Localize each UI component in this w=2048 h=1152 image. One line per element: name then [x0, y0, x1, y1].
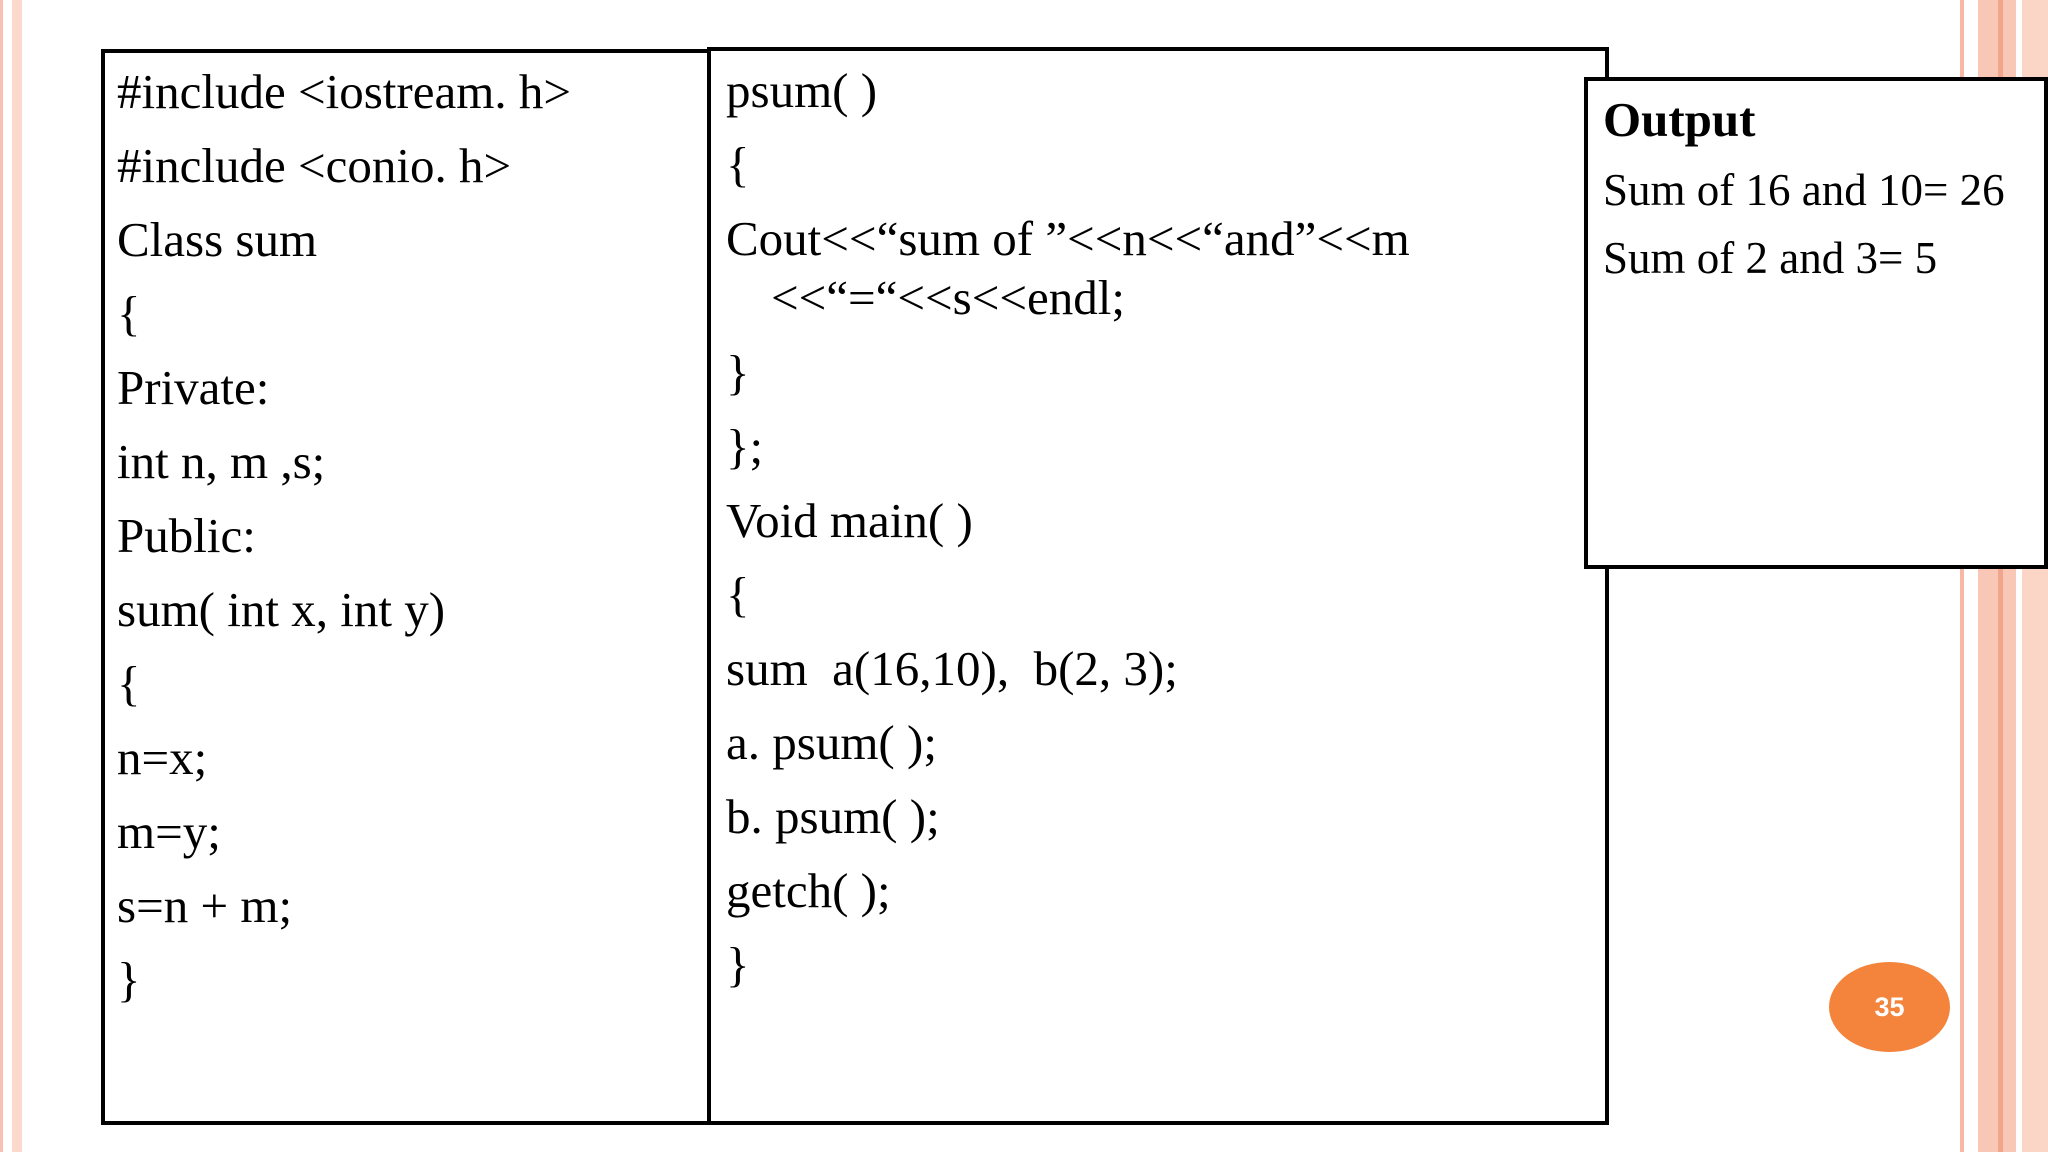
code-middle-line-13: }	[726, 937, 750, 992]
code-middle-line-6: };	[726, 419, 764, 474]
code-left-line-1: #include <iostream. h>	[117, 64, 571, 119]
output-line-1: Sum of 16 and 10= 26	[1603, 165, 2005, 215]
code-box-middle	[707, 47, 1609, 1125]
code-middle-line-8: {	[726, 567, 750, 622]
right-edge-stripe-3	[1998, 0, 2003, 1152]
code-left-line-6: int n, m ,s;	[117, 434, 326, 489]
output-line-2: Sum of 2 and 3= 5	[1603, 233, 1938, 283]
right-edge-stripe-1	[1960, 0, 1964, 1152]
left-edge-stripe-inner	[12, 0, 22, 1152]
code-middle-line-2: {	[726, 137, 750, 192]
page-number-badge: 35	[1829, 962, 1950, 1052]
code-middle-line-10: a. psum( );	[726, 715, 937, 770]
code-left-line-3: Class sum	[117, 212, 318, 267]
output-title: Output	[1603, 92, 1756, 147]
code-left-line-11: m=y;	[117, 804, 221, 859]
left-edge-stripe	[0, 0, 3, 1152]
code-left-line-8: sum( int x, int y)	[117, 582, 446, 637]
code-middle-line-5: }	[726, 345, 750, 400]
code-left-line-5: Private:	[117, 360, 270, 415]
code-middle-line-11: b. psum( );	[726, 789, 940, 844]
code-left-line-9: {	[117, 656, 141, 711]
code-left-line-10: n=x;	[117, 730, 208, 785]
code-middle-line-4: <<“=“<<s<<endl;	[771, 270, 1125, 325]
code-left-line-7: Public:	[117, 508, 256, 563]
code-left-line-13: }	[117, 952, 141, 1007]
code-left-line-12: s=n + m;	[117, 878, 293, 933]
code-middle-line-7: Void main( )	[726, 493, 973, 548]
code-left-line-4: {	[117, 286, 141, 341]
code-middle-line-9: sum a(16,10), b(2, 3);	[726, 641, 1178, 696]
code-middle-line-1: psum( )	[726, 63, 878, 118]
code-left-line-2: #include <conio. h>	[117, 138, 512, 193]
code-middle-line-3: Cout<<“sum of ”<<n<<“and”<<m	[726, 211, 1410, 266]
output-box	[1584, 77, 2048, 569]
code-middle-line-12: getch( );	[726, 863, 891, 918]
